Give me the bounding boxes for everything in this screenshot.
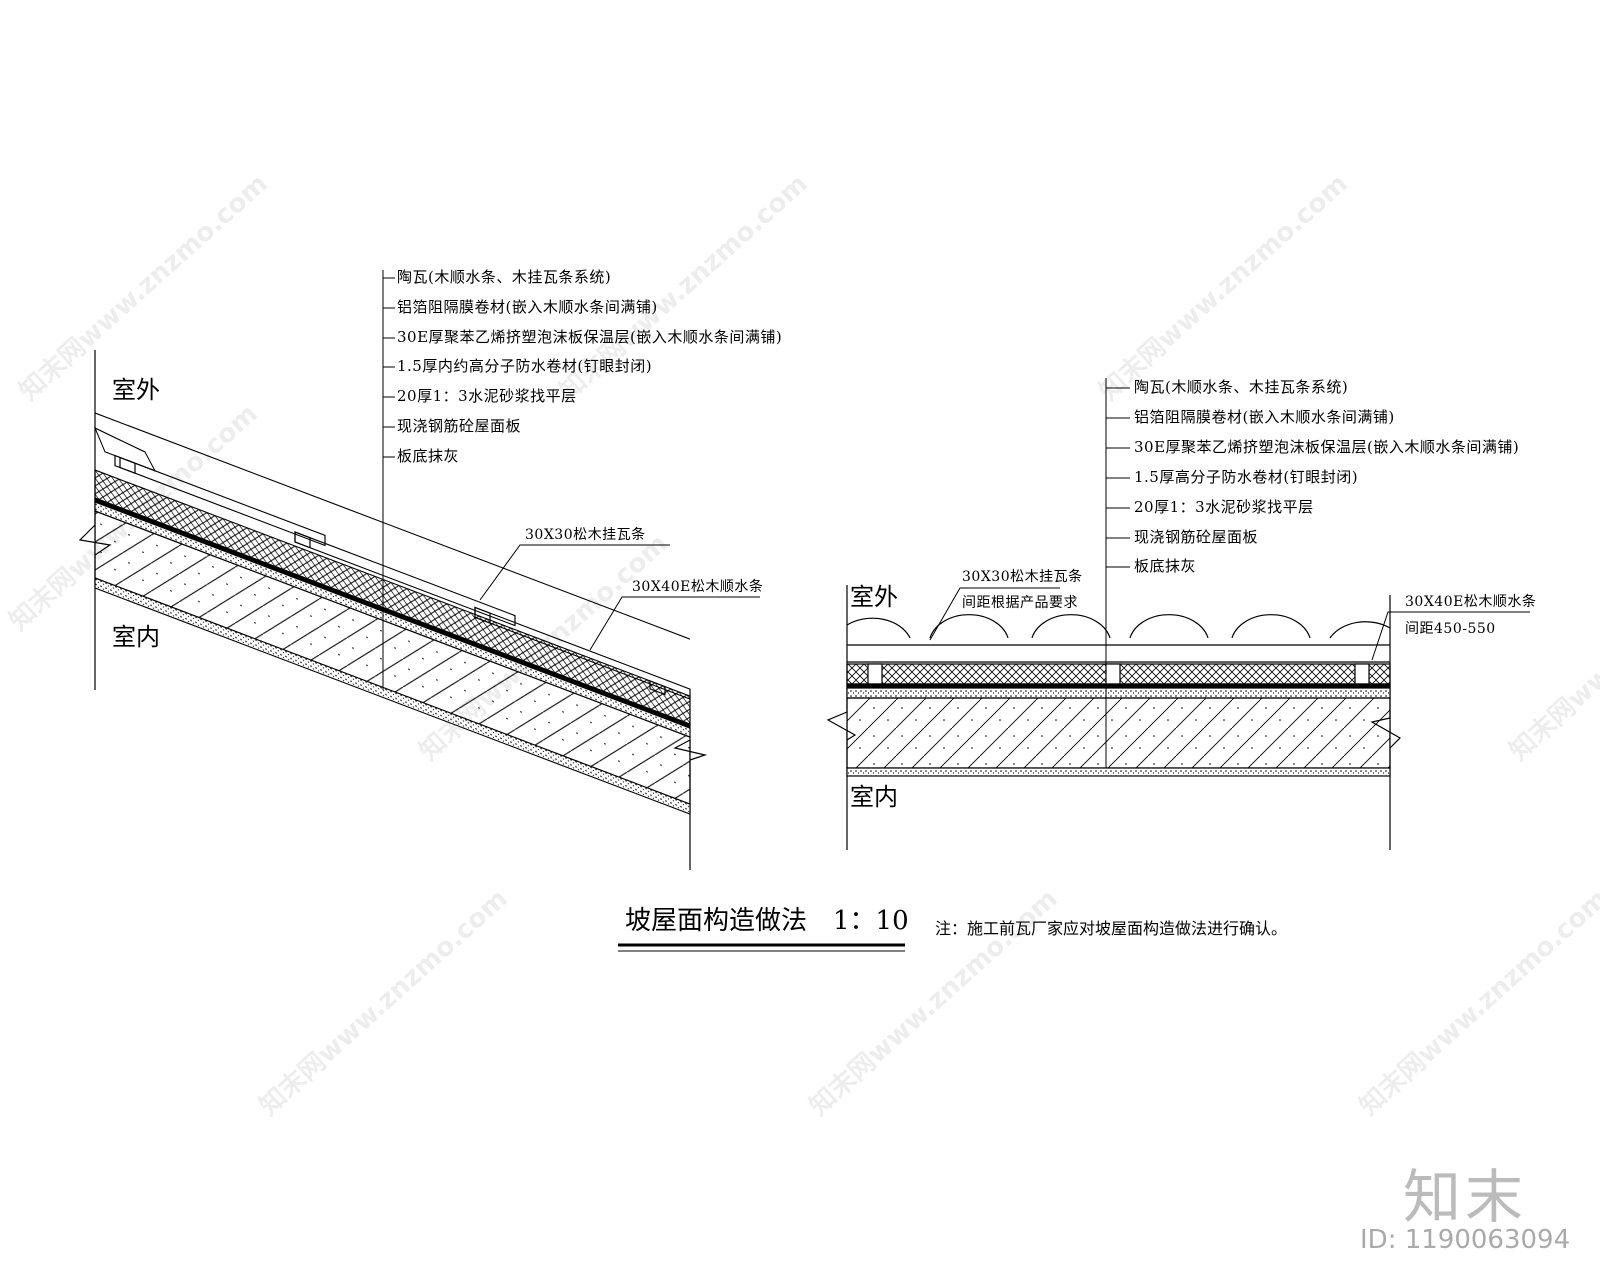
counter-batten [1354,663,1370,685]
layer-label: 板底抹灰 [397,447,460,465]
layer-label: 铝箔阻隔膜卷材(嵌入木顺水条间满铺) [397,298,658,316]
mortar-layer [846,687,1391,699]
layer-label: 20厚1：3水泥砂浆找平层 [397,387,577,405]
layer-label: 1.5厚高分子防水卷材(钉眼封闭) [1134,468,1359,486]
inside-label: 室内 [850,783,898,811]
clay-tiles [846,614,1391,646]
counter-batten-label: 30X40E松木顺水条 [1405,594,1537,610]
construction-note: 注：施工前瓦厂家应对坡屋面构造做法进行确认。 [935,919,1288,938]
counter-batten [1105,663,1121,685]
layer-label: 现浇钢筋砼屋面板 [1134,528,1259,546]
batten-label: 30X30松木挂瓦条 [525,527,646,543]
layer-label: 陶瓦(木顺水条、木挂瓦条系统) [1134,378,1349,396]
drawing-id: ID: 1190063094 [1360,1225,1571,1255]
layer-label: 陶瓦(木顺水条、木挂瓦条系统) [397,268,612,286]
right-flat-section [826,378,1530,850]
layer-label: 现浇钢筋砼屋面板 [397,417,522,435]
plaster-layer [846,767,1391,777]
plaster-layer [94,577,691,815]
left-sloped-section [78,270,760,870]
batten-label: 30X30松木挂瓦条 [962,569,1083,585]
brand-logo: 知末 [1403,1163,1528,1231]
outside-label: 室外 [850,583,898,611]
layer-label: 20厚1：3水泥砂浆找平层 [1134,498,1314,516]
layer-label: 30E厚聚苯乙烯挤塑泡沫板保温层(嵌入木顺水条间满铺) [1134,438,1520,456]
layer-label: 板底抹灰 [1134,557,1197,575]
counter-batten-spacing: 间距450-550 [1405,621,1496,637]
batten-spacing: 间距根据产品要求 [962,595,1078,611]
counter-batten [867,663,883,685]
inside-label: 室内 [112,623,160,651]
drawing-title: 坡屋面构造做法 1：10 [625,906,909,936]
layer-label: 30E厚聚苯乙烯挤塑泡沫板保温层(嵌入木顺水条间满铺) [397,328,783,346]
concrete-slab [846,697,1391,769]
concrete-slab [94,510,691,805]
outside-label: 室外 [112,376,160,404]
layer-label: 1.5厚内约高分子防水卷材(钉眼封闭) [397,357,653,375]
counter-batten-label: 30X40E松木顺水条 [632,579,764,595]
clay-tiles [93,412,691,700]
layer-label: 铝箔阻隔膜卷材(嵌入木顺水条间满铺) [1134,408,1395,426]
